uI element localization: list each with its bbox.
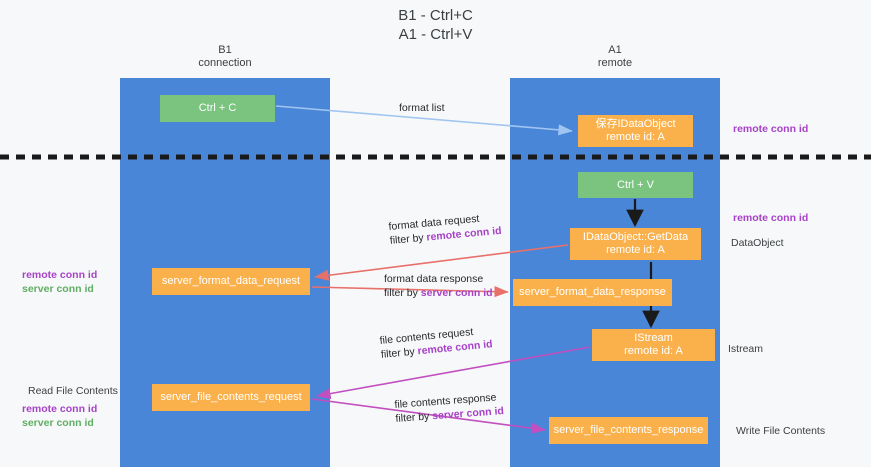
box-ctrl-c-label: Ctrl + C: [198, 102, 237, 114]
edge-label-file-contents-response: file contents response filter by server …: [394, 390, 504, 426]
edge-label-file-contents-response-filter-prefix: filter by: [395, 410, 433, 425]
edge-label-format-list-text: format list: [399, 102, 445, 114]
box-istream-title: IStream: [634, 332, 673, 344]
box-server-file-contents-request[interactable]: server_file_contents_request: [152, 384, 310, 411]
edge-label-format-data-response-filter-key: server conn id: [420, 287, 493, 299]
box-ctrl-v-label: Ctrl + V: [617, 178, 654, 191]
side-label-dataobject: DataObject: [731, 237, 784, 249]
box-save-idataobject-subtitle: remote id: A: [606, 131, 665, 143]
side-label-left-remote-conn-id-1: remote conn id: [22, 269, 98, 281]
edge-label-format-list: format list: [399, 101, 445, 115]
edge-label-format-data-response-text: format data response: [384, 273, 484, 285]
box-idataobject-getdata-title: IDataObject::GetData: [582, 231, 689, 243]
box-server-file-contents-response-label: server_file_contents_response: [553, 424, 704, 436]
box-save-idataobject-title: 保存IDataObject: [595, 118, 676, 130]
box-server-format-data-request-label: server_format_data_request: [161, 275, 301, 287]
lane-subtitle-a1: remote: [597, 57, 633, 69]
box-istream[interactable]: IStream remote id: A: [592, 329, 715, 361]
box-ctrl-c[interactable]: Ctrl + C: [160, 95, 275, 122]
box-server-file-contents-request-label: server_file_contents_request: [160, 391, 302, 403]
side-label-istream: Istream: [728, 343, 764, 355]
side-label-left-conn-ids-bottom: remote conn id server conn id: [22, 402, 97, 430]
edge-label-format-data-request: format data request filter by remote con…: [388, 210, 502, 248]
edge-label-format-data-response: format data response filter by server co…: [384, 272, 493, 300]
lane-subtitle-b1: connection: [198, 57, 252, 69]
side-label-write-file-contents: Write File Contents: [736, 425, 826, 437]
side-label-left-conn-ids-top: remote conn id server conn id: [22, 268, 97, 296]
side-label-remote-conn-id-mid: remote conn id: [733, 212, 809, 224]
box-server-file-contents-response[interactable]: server_file_contents_response: [549, 417, 708, 444]
box-idataobject-getdata-subtitle: remote id: A: [606, 244, 665, 256]
side-label-left-server-conn-id-1: server conn id: [22, 283, 94, 295]
edge-label-file-contents-response-filter-key: server conn id: [431, 405, 505, 423]
edge-label-format-data-request-filter-prefix: filter by: [389, 231, 428, 247]
box-server-format-data-request[interactable]: server_format_data_request: [152, 268, 310, 295]
edge-label-file-contents-request-filter-prefix: filter by: [380, 345, 419, 361]
side-label-left-server-conn-id-2: server conn id: [22, 417, 94, 429]
lane-header-a1: A1 remote: [510, 44, 720, 70]
page-title: B1 - Ctrl+C A1 - Ctrl+V: [0, 6, 871, 44]
lane-title-a1: A1: [608, 44, 622, 56]
lane-header-b1: B1 connection: [120, 44, 330, 70]
box-save-idataobject[interactable]: 保存IDataObject remote id: A: [578, 115, 693, 147]
box-ctrl-v[interactable]: Ctrl + V: [578, 172, 693, 198]
box-server-format-data-response-label: server_format_data_response: [519, 286, 666, 298]
lane-title-b1: B1: [218, 44, 232, 56]
title-line-2: A1 - Ctrl+V: [398, 26, 473, 43]
title-line-1: B1 - Ctrl+C: [398, 7, 473, 24]
box-server-format-data-response[interactable]: server_format_data_response: [513, 279, 672, 306]
box-idataobject-getdata[interactable]: IDataObject::GetData remote id: A: [570, 228, 701, 260]
edge-label-file-contents-request: file contents request filter by remote c…: [379, 323, 493, 362]
side-label-read-file-contents: Read File Contents: [28, 385, 118, 397]
side-label-remote-conn-id-top: remote conn id: [733, 123, 809, 135]
box-istream-subtitle: remote id: A: [624, 345, 683, 357]
side-label-left-remote-conn-id-2: remote conn id: [22, 403, 98, 415]
edge-label-format-data-response-filter-prefix: filter by: [384, 287, 421, 299]
